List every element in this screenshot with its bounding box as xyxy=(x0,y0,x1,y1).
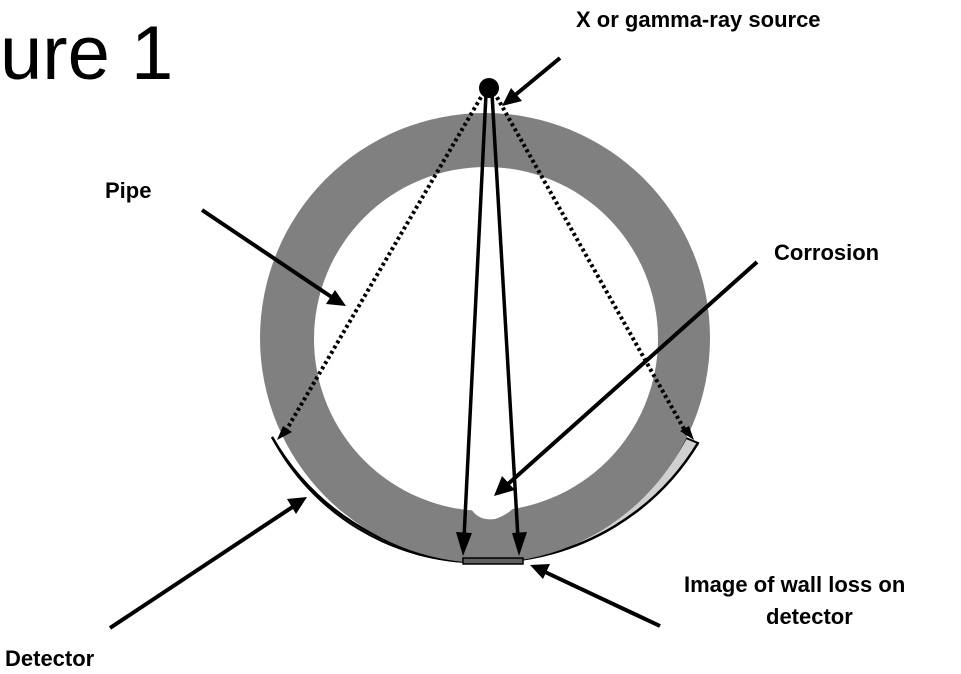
pipe-label: Pipe xyxy=(105,178,151,203)
image-label-line2: detector xyxy=(766,604,853,629)
image-arrow xyxy=(544,570,661,628)
annotation-arrowheads xyxy=(287,88,550,579)
detector-arrow xyxy=(108,504,296,630)
detector-label: Detector xyxy=(5,646,95,671)
radiation-source xyxy=(479,78,499,98)
inner-rays xyxy=(462,93,520,539)
image-label-line1: Image of wall loss on xyxy=(684,572,905,597)
corrosion-label: Corrosion xyxy=(774,240,879,265)
source-arrow xyxy=(512,56,562,98)
corrosion-pit xyxy=(467,495,521,520)
outer-rays xyxy=(282,90,690,437)
ray-inner-right xyxy=(490,93,520,539)
inner-ray-heads xyxy=(456,532,527,556)
pipe-arrow xyxy=(200,208,335,300)
slide-title: ure 1 xyxy=(0,11,174,96)
outer-ray-heads xyxy=(277,426,694,440)
pipe-wall xyxy=(260,113,710,563)
wall-loss-image xyxy=(462,557,524,565)
annotation-arrows xyxy=(108,56,759,630)
ray-left xyxy=(282,90,486,436)
source-label: X or gamma-ray source xyxy=(576,7,821,32)
ray-inner-left xyxy=(462,93,488,539)
corrosion-arrow xyxy=(506,260,759,486)
